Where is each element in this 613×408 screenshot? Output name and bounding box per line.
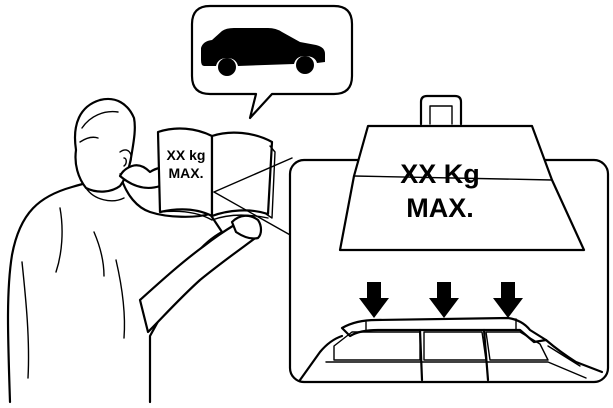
book-weight-label: XX kg <box>167 147 206 163</box>
open-book: XX kg MAX. <box>158 129 275 220</box>
speech-bubble <box>192 6 352 118</box>
book-max-label: MAX. <box>169 165 204 181</box>
weight-icon: XX Kg MAX. <box>340 96 584 250</box>
weight-max-label: MAX. <box>406 193 474 223</box>
weight-label: XX Kg <box>400 159 480 189</box>
